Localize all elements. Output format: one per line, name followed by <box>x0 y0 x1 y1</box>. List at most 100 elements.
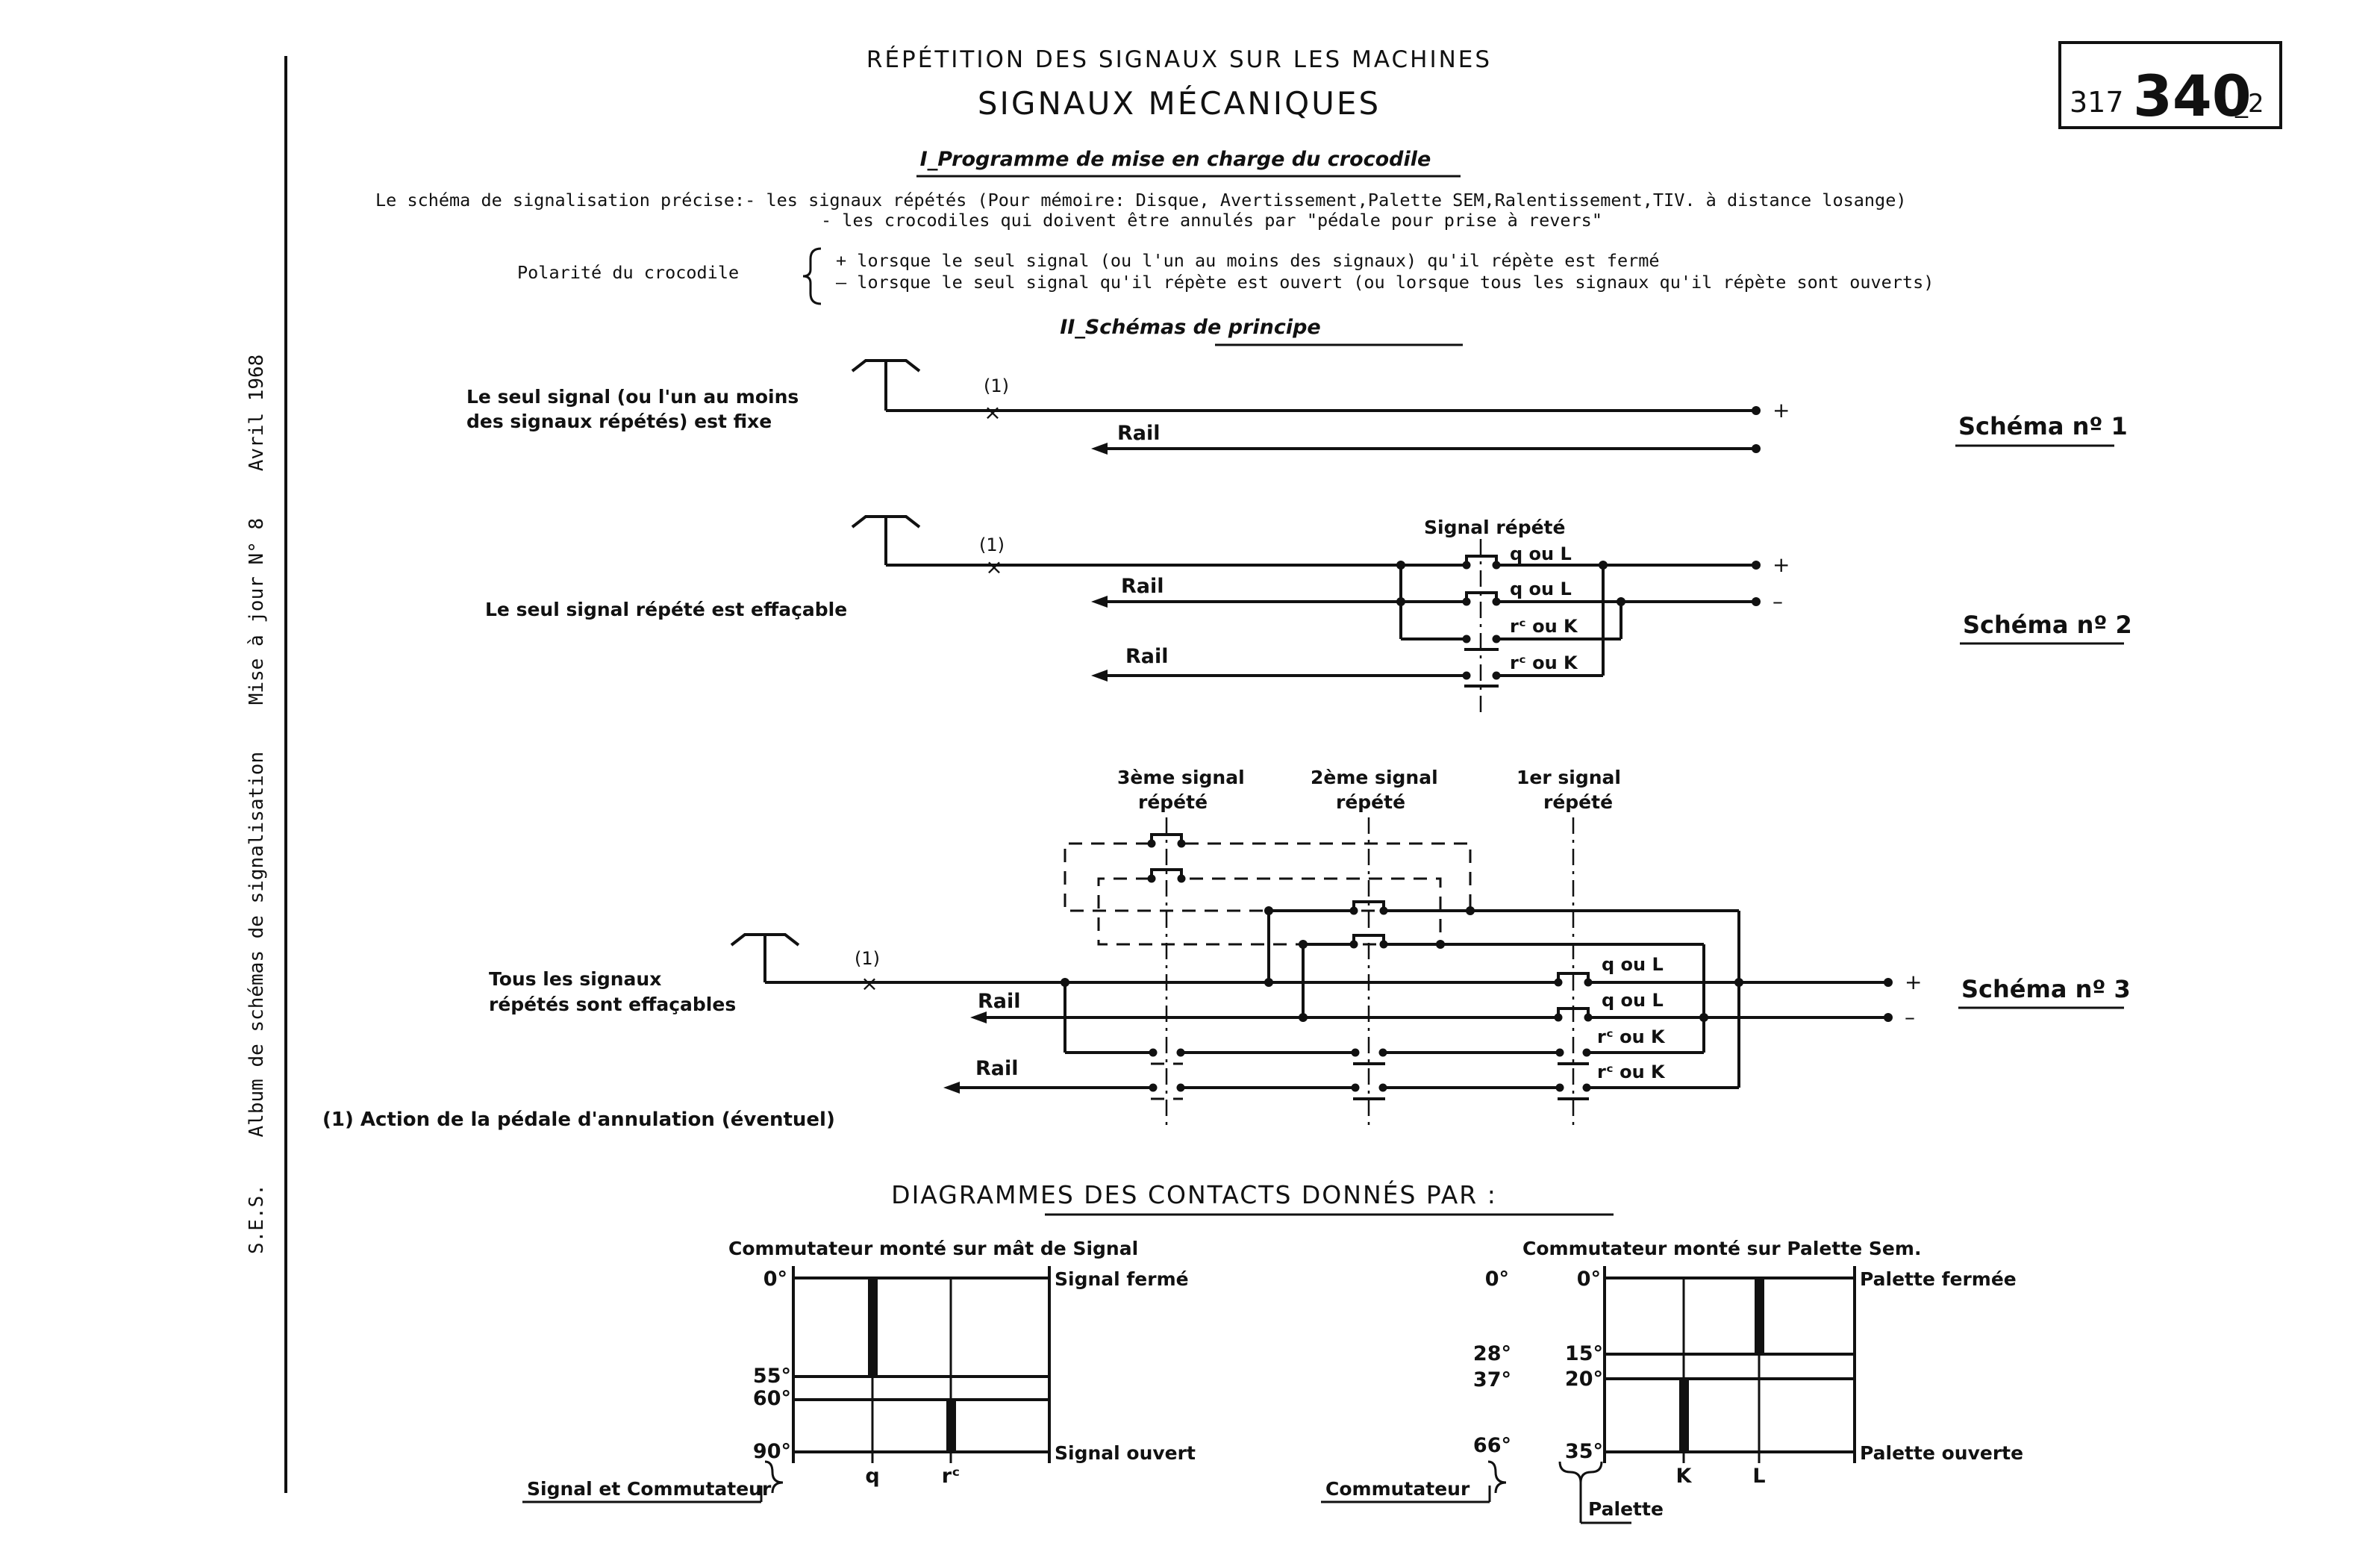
diagram-left-brace-label: Signal et Commutateur <box>527 1478 772 1500</box>
schema1-rail-label: Rail <box>1117 422 1161 445</box>
schema3-contact4: rᶜ ou K <box>1597 1062 1666 1082</box>
schema2-name: Schéma nº 2 <box>1963 611 2132 639</box>
diagram-right-brace-commutateur <box>1487 1460 1507 1494</box>
schema3-minus-sign: – <box>1905 1005 1915 1029</box>
schema2-plus-sign: + <box>1772 552 1790 577</box>
diagram-right-brace-commutateur-label: Commutateur <box>1325 1478 1470 1500</box>
schema1-terminal-plus <box>1752 406 1761 415</box>
schema3-contact1: q ou L <box>1602 954 1664 975</box>
schema1-terminal-rail <box>1752 444 1761 453</box>
schema3-dashed-loop-outer <box>1063 842 1472 912</box>
diagram-right-title: Commutateur monté sur Palette Sem. <box>1522 1238 1921 1259</box>
schema2-contact3: rᶜ ou K <box>1510 616 1578 637</box>
reference-box: 317 340 _2 <box>2058 41 2282 129</box>
diagram-left-q-bar <box>868 1278 878 1377</box>
reference-prefix: 317 <box>2070 86 2124 119</box>
diagram-right-col-k: K <box>1676 1465 1693 1488</box>
diagram-left-col-q: q <box>865 1465 879 1488</box>
schema1-label-line2: des signaux répétés) est fixe <box>466 411 772 432</box>
diagram-right-col-l: L <box>1752 1465 1765 1488</box>
schema3-dashed-loop-inner <box>1097 877 1442 946</box>
schema3-sig2-line2: répété <box>1336 791 1405 813</box>
schema2-rail-bottom-label: Rail <box>1125 645 1169 668</box>
diagram-right-commutateur-angle-28: 28° <box>1473 1342 1511 1365</box>
schema1-pedal-cross-icon: × <box>984 400 1001 425</box>
schema2-contact2: q ou L <box>1510 579 1572 599</box>
schema1-rail-arrow-icon <box>1091 443 1108 455</box>
diagram-left: Commutateur monté sur mât de Signal 0° 5… <box>522 1238 1196 1503</box>
schema3-pedal-mark: (1) <box>855 948 880 969</box>
schema3-plus-sign: + <box>1905 970 1922 994</box>
diagram-right-palette-angle-0: 0° <box>1577 1268 1601 1291</box>
diagram-right-k-bar <box>1679 1379 1689 1452</box>
polarity-minus: — lorsque le seul signal qu'il répète es… <box>836 272 1934 293</box>
diagram-left-angle-60: 60° <box>753 1387 791 1410</box>
schema3-sig1-line2: répété <box>1543 791 1613 813</box>
reference-number: 340 <box>2133 63 2252 129</box>
polarity-brace <box>802 247 822 305</box>
schema3-name: Schéma nº 3 <box>1961 975 2131 1003</box>
diagram-right-commutateur-angle-37: 37° <box>1473 1368 1511 1391</box>
sheet-title-line2: SIGNAUX MÉCANIQUES <box>978 84 1381 122</box>
section1-intro2: - les crocodiles qui doivent être annulé… <box>821 210 1602 231</box>
schema2-contact2-symbol <box>1465 591 1498 602</box>
diagram-right-commutateur-angle-66: 66° <box>1473 1434 1511 1457</box>
diagram-left-angle-55: 55° <box>753 1365 791 1388</box>
diagram-right-l-bar <box>1755 1278 1764 1354</box>
section1-heading: I_Programme de mise en charge du crocodi… <box>920 148 1431 171</box>
schema2-contact1-symbol <box>1465 555 1498 565</box>
schema-2: Le seul signal répété est effaçable (1) … <box>485 515 2132 717</box>
schema3-sig1-line1: 1er signal <box>1517 767 1621 788</box>
diagram-left-title: Commutateur monté sur mât de Signal <box>728 1238 1138 1259</box>
section2-heading: II_Schémas de principe <box>1060 316 1320 339</box>
schema3-sig3-line2: répété <box>1138 791 1208 813</box>
diagram-left-angle-0: 0° <box>763 1268 787 1291</box>
diagram-left-state-top: Signal fermé <box>1055 1268 1189 1290</box>
diagram-right-palette-angle-35: 35° <box>1565 1440 1603 1463</box>
diagram-right: Commutateur monté sur Palette Sem. 0° 28… <box>1321 1238 2023 1524</box>
schema3-rail-top-label: Rail <box>978 990 1021 1013</box>
schema1-label-line1: Le seul signal (ou l'un au moins <box>466 386 799 408</box>
diagram-right-palette-angle-15: 15° <box>1565 1342 1603 1365</box>
schema2-signal-label: Signal répété <box>1424 517 1565 538</box>
diagram-right-commutateur-angle-0: 0° <box>1485 1268 1509 1291</box>
schema-3: Tous les signaux répétés sont effaçables… <box>489 767 2131 1127</box>
diagram-left-brace <box>764 1460 784 1494</box>
schema2-terminal-minus <box>1752 597 1761 606</box>
schema3-contact2-symbol <box>1557 1007 1590 1017</box>
schema2-contact1: q ou L <box>1510 543 1572 564</box>
schema3-contact3: rᶜ ou K <box>1597 1026 1666 1047</box>
schema3-crocodile-icon <box>730 933 800 982</box>
schema2-minus-sign: – <box>1772 589 1783 614</box>
schema1-plus-sign: + <box>1772 398 1790 423</box>
schema1-crocodile-icon <box>851 359 921 411</box>
section1-intro: Le schéma de signalisation précise:- les… <box>375 190 1907 211</box>
schema1-pedal-mark: (1) <box>984 375 1009 396</box>
schema2-pedal-cross-icon: × <box>985 555 1002 579</box>
schema3-label-line1: Tous les signaux <box>489 968 661 990</box>
schema3-sig3-line1: 3ème signal <box>1117 767 1245 788</box>
schema3-terminal-plus <box>1884 978 1893 987</box>
footnote: (1) Action de la pédale d'annulation (év… <box>322 1109 835 1131</box>
polarity-plus: + lorsque le seul signal (ou l'un au moi… <box>836 250 1660 271</box>
diagram-right-palette-angle-20: 20° <box>1565 1368 1603 1391</box>
diagram-left-state-bottom: Signal ouvert <box>1055 1442 1196 1464</box>
diagram-right-state-top: Palette fermée <box>1860 1268 2017 1290</box>
sheet-title-line1: RÉPÉTITION DES SIGNAUX SUR LES MACHINES <box>866 46 1492 73</box>
schema3-sig2-line1: 2ème signal <box>1311 767 1438 788</box>
schema1-name: Schéma nº 1 <box>1958 412 2128 440</box>
diagram-right-brace-palette <box>1558 1461 1603 1483</box>
schema2-contact4: rᶜ ou K <box>1510 652 1578 673</box>
schema2-label: Le seul signal répété est effaçable <box>485 599 847 620</box>
schema2-rail-top-label: Rail <box>1121 575 1164 598</box>
schema3-terminal-minus <box>1884 1013 1893 1022</box>
polarity-label: Polarité du crocodile <box>517 262 739 283</box>
schema2-terminal-plus <box>1752 561 1761 570</box>
schema3-contact1-symbol <box>1557 972 1590 982</box>
schema2-pedal-mark: (1) <box>979 534 1005 555</box>
diagram-right-state-bottom: Palette ouverte <box>1860 1442 2023 1464</box>
schema3-contact2: q ou L <box>1602 990 1664 1011</box>
margin-sidebar-text: S.E.S. Album de schémas de signalisation… <box>246 355 268 1254</box>
schema2-crocodile-icon <box>851 515 921 565</box>
